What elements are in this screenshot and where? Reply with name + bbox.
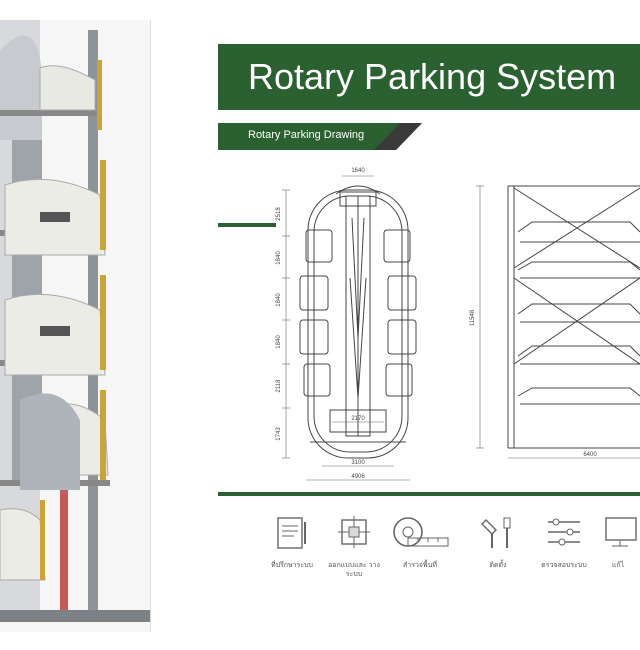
dim-height-5: 2118 — [276, 379, 282, 393]
dim-base-width: 3100 — [351, 460, 365, 466]
drawing-section-label: Rotary Parking Drawing — [248, 129, 365, 141]
service-label-repair: แก้ไ — [611, 562, 625, 569]
dim-height-3: 1840 — [276, 293, 282, 307]
service-label-inspect: ตรวจสอบระบบ — [541, 562, 587, 569]
dim-side-width: 6400 — [583, 452, 597, 458]
dim-inner-width: 2170 — [351, 416, 365, 422]
sliders-icon — [548, 518, 580, 546]
service-label-consulting: ที่ปรึกษาระบบ — [270, 562, 313, 569]
technical-drawing: 1640 2518 1840 1840 1840 2118 1743 2170 … — [270, 158, 640, 488]
section-divider-line — [218, 492, 640, 496]
tools-icon — [481, 517, 511, 548]
tape-measure-icon — [393, 517, 449, 547]
dim-height-6: 1743 — [276, 427, 282, 441]
service-item-repair: แก้ไ — [596, 512, 640, 570]
parking-tower-photo — [0, 20, 151, 632]
blueprint-icon — [338, 516, 370, 548]
service-item-install: ติดตั้ง — [466, 512, 530, 570]
monitor-icon — [605, 517, 637, 547]
service-icons-row: ที่ปรึกษาระบบ ออกแบบและ วางระบบ สำรวจพื้… — [270, 512, 640, 602]
dim-height-4: 1840 — [276, 335, 282, 349]
dim-total-height: 11548 — [470, 309, 476, 326]
dim-top-width: 1640 — [351, 168, 365, 174]
service-item-consulting: ที่ปรึกษาระบบ — [260, 512, 324, 570]
dim-height-2: 1840 — [276, 251, 282, 265]
service-label-survey: สำรวจพื้นที่ — [402, 562, 437, 569]
dim-overall-width: 4906 — [351, 474, 365, 480]
service-label-design: ออกแบบและ วางระบบ — [328, 562, 380, 578]
drawing-section-tab: Rotary Parking Drawing — [218, 123, 422, 150]
service-item-design: ออกแบบและ วางระบบ — [322, 512, 386, 579]
dim-height-1: 2518 — [276, 207, 282, 221]
left-accent-line — [218, 223, 276, 227]
service-label-install: ติดตั้ง — [489, 562, 507, 569]
service-item-survey: สำรวจพื้นที่ — [388, 512, 452, 570]
service-item-inspect: ตรวจสอบระบบ — [532, 512, 596, 570]
document-icon — [277, 517, 306, 549]
page-title: Rotary Parking System — [218, 44, 640, 110]
